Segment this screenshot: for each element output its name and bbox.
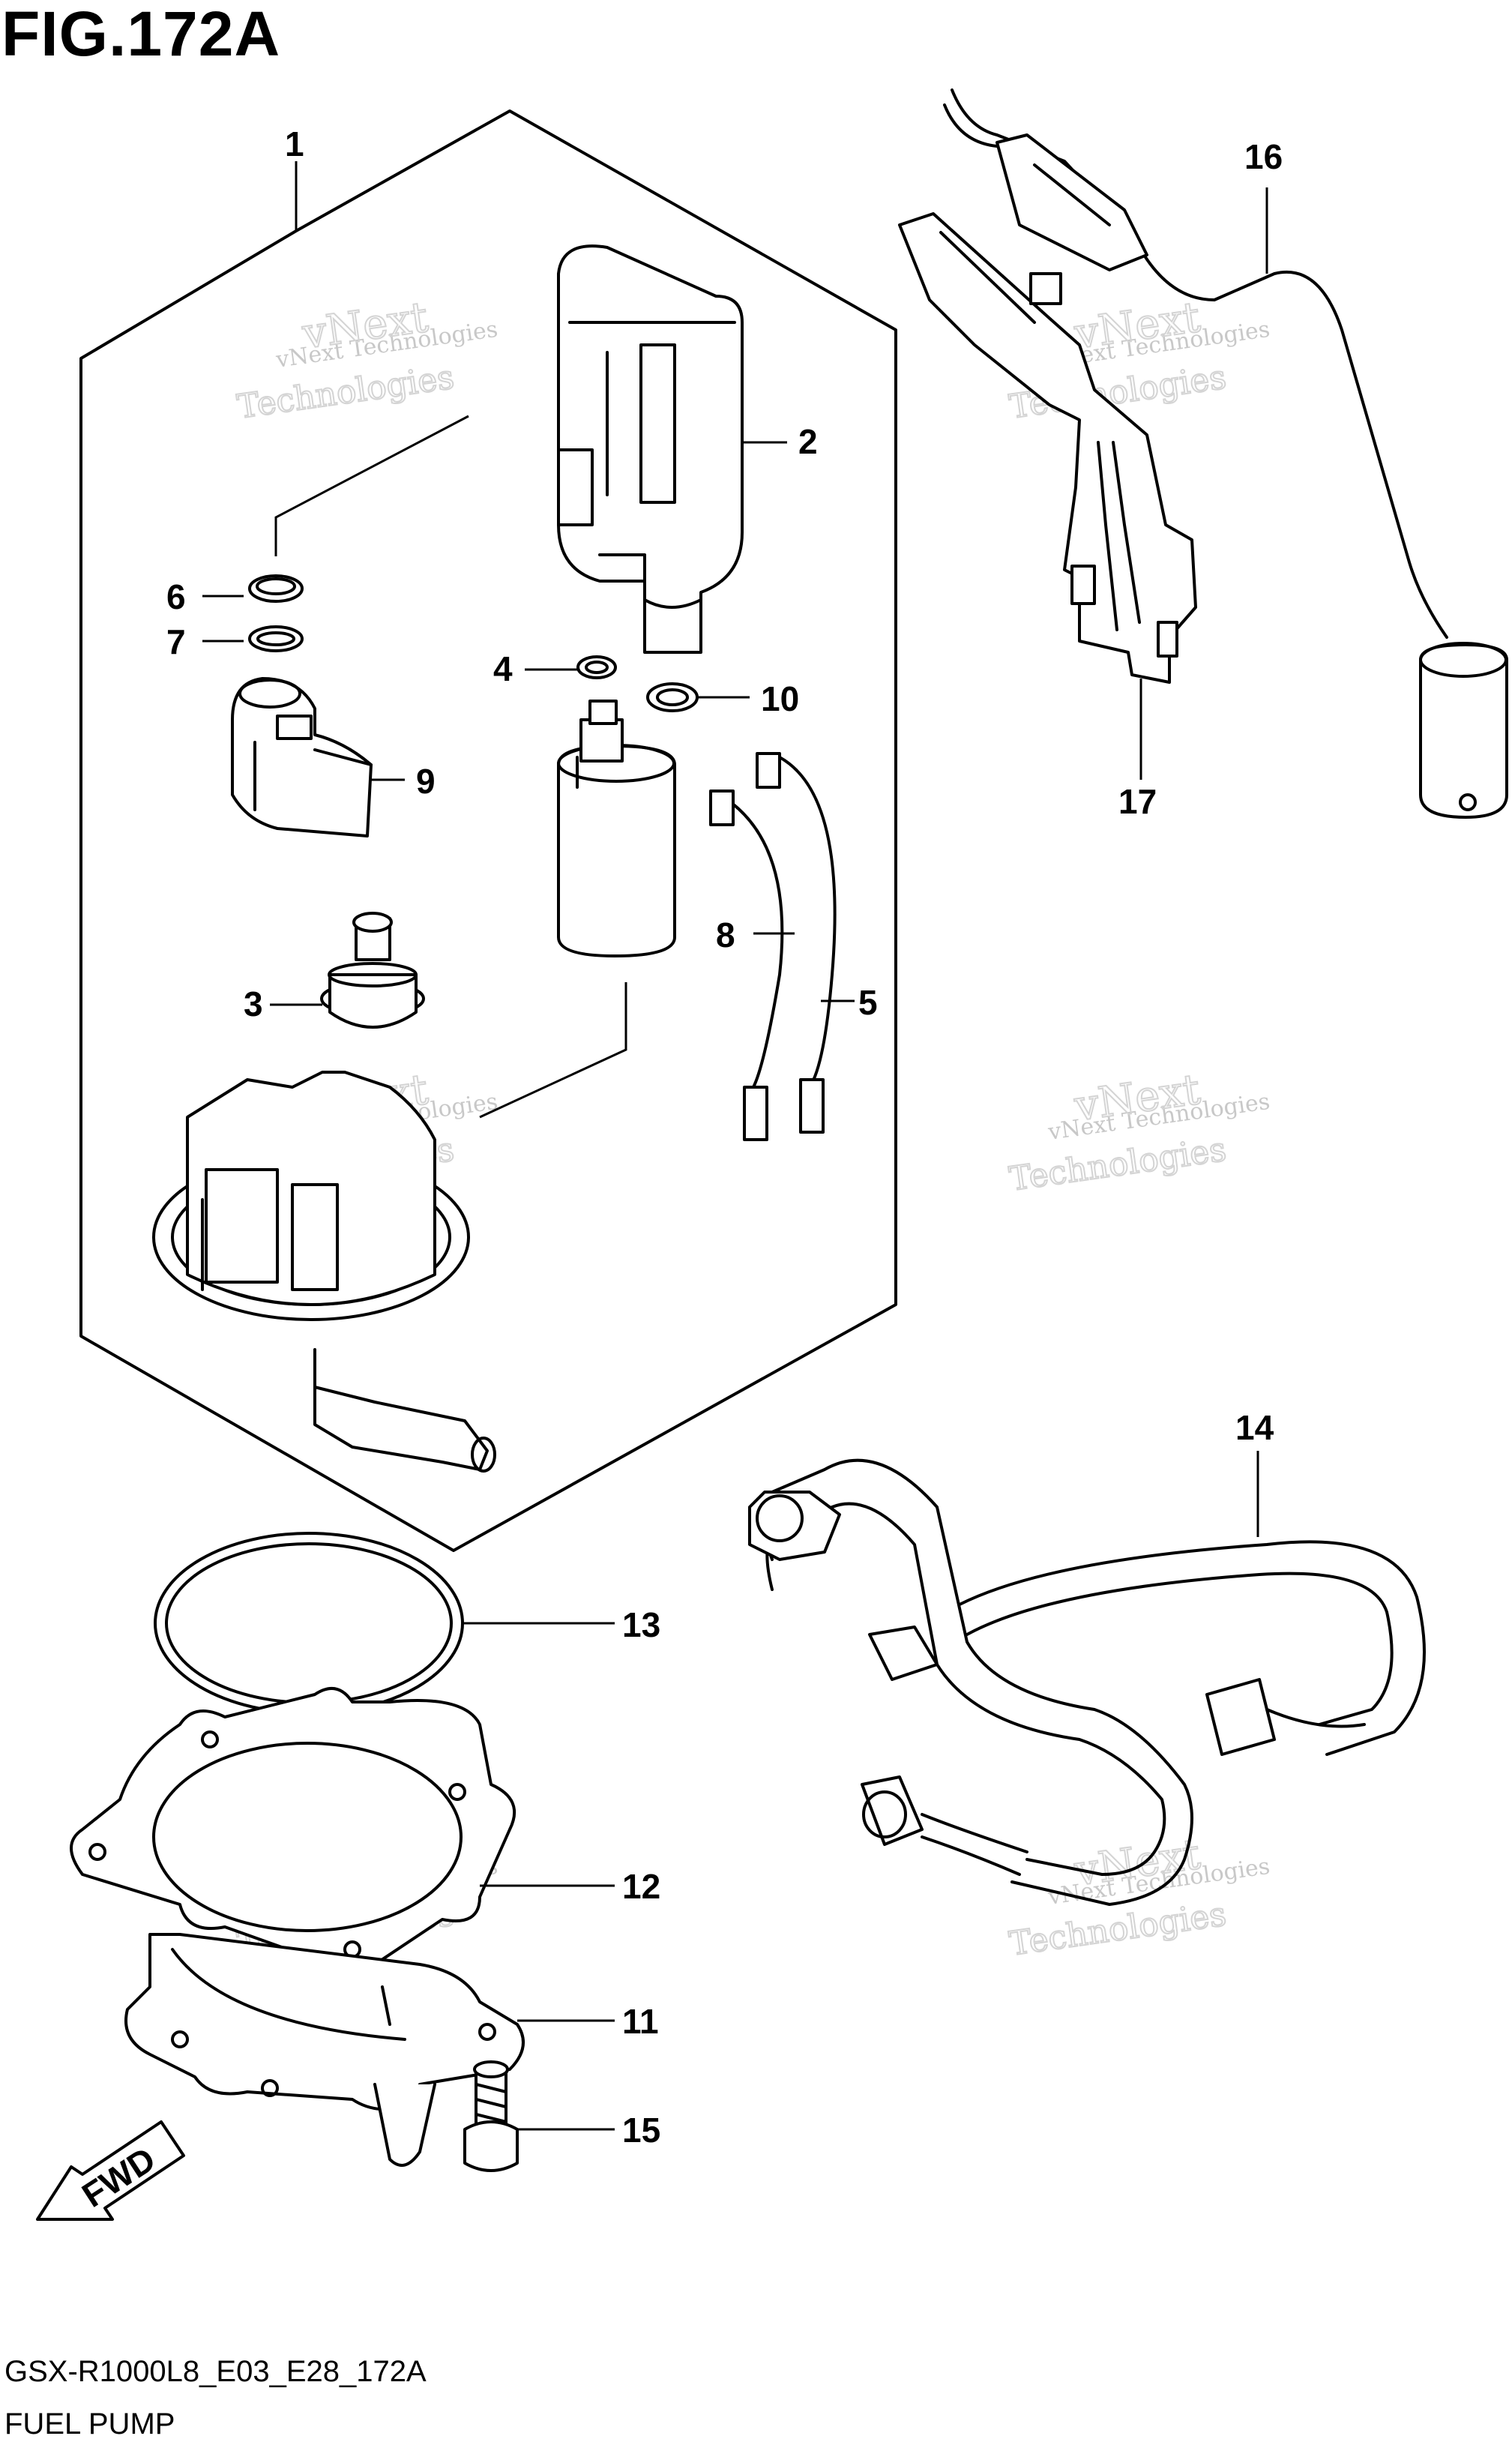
- part-wiring: [709, 752, 837, 1141]
- callout-3: 3: [244, 984, 263, 1023]
- callout-1: 1: [285, 124, 304, 163]
- part-fuel-filter: [557, 244, 744, 654]
- part-o-ring-small: [576, 655, 617, 679]
- watermark-text: Technologies: [1007, 1895, 1228, 1964]
- figure-name: FUEL PUMP: [4, 2408, 175, 2441]
- part-sender-bracket: [898, 212, 1197, 684]
- callout-5: 5: [858, 983, 878, 1022]
- callout-13: 13: [622, 1605, 660, 1644]
- part-fuel-level-sender: [943, 88, 1508, 819]
- part-fuel-pump-motor: [557, 700, 676, 957]
- part-pressure-regulator: [320, 912, 425, 1029]
- callout-10: 10: [761, 679, 799, 718]
- watermark-text: Technologies: [235, 358, 456, 427]
- figure-code: GSX-R1000L8_E03_E28_172A: [4, 2355, 427, 2388]
- callout-11: 11: [622, 2002, 659, 2041]
- part-o-ring: [646, 682, 699, 712]
- callout-4: 4: [493, 649, 513, 688]
- leader-line: [479, 982, 627, 1119]
- assembly-boundary: [79, 109, 897, 1552]
- part-regulator-case: [231, 677, 373, 837]
- part-gasket-large: [154, 1532, 464, 1715]
- callout-16: 16: [1244, 137, 1283, 176]
- callout-14: 14: [1235, 1408, 1274, 1447]
- part-pump-bracket: [152, 1071, 496, 1473]
- callout-8: 8: [716, 915, 735, 954]
- callout-17: 17: [1118, 782, 1157, 821]
- fwd-arrow: FWD: [36, 2120, 185, 2221]
- watermark-text: Technologies: [1007, 1131, 1228, 1199]
- figure-title: FIG.172A: [1, 0, 281, 69]
- part-bolt: [463, 2060, 519, 2172]
- callout-2: 2: [798, 422, 818, 461]
- callout-labels: 1 2 3 4 5 6 7 8 9 10 11 12 13 14 15 16 1…: [166, 124, 1283, 2150]
- callout-12: 12: [622, 1867, 660, 1906]
- callout-15: 15: [622, 2111, 660, 2150]
- part-lower-plate: [124, 1933, 525, 2167]
- leader-line: [274, 415, 469, 556]
- callout-6: 6: [166, 577, 186, 616]
- part-o-ring-7: [248, 625, 304, 652]
- callout-9: 9: [416, 762, 436, 801]
- part-fuel-hose: [748, 1458, 1426, 1906]
- part-plate: [70, 1687, 516, 1977]
- callout-7: 7: [166, 622, 186, 661]
